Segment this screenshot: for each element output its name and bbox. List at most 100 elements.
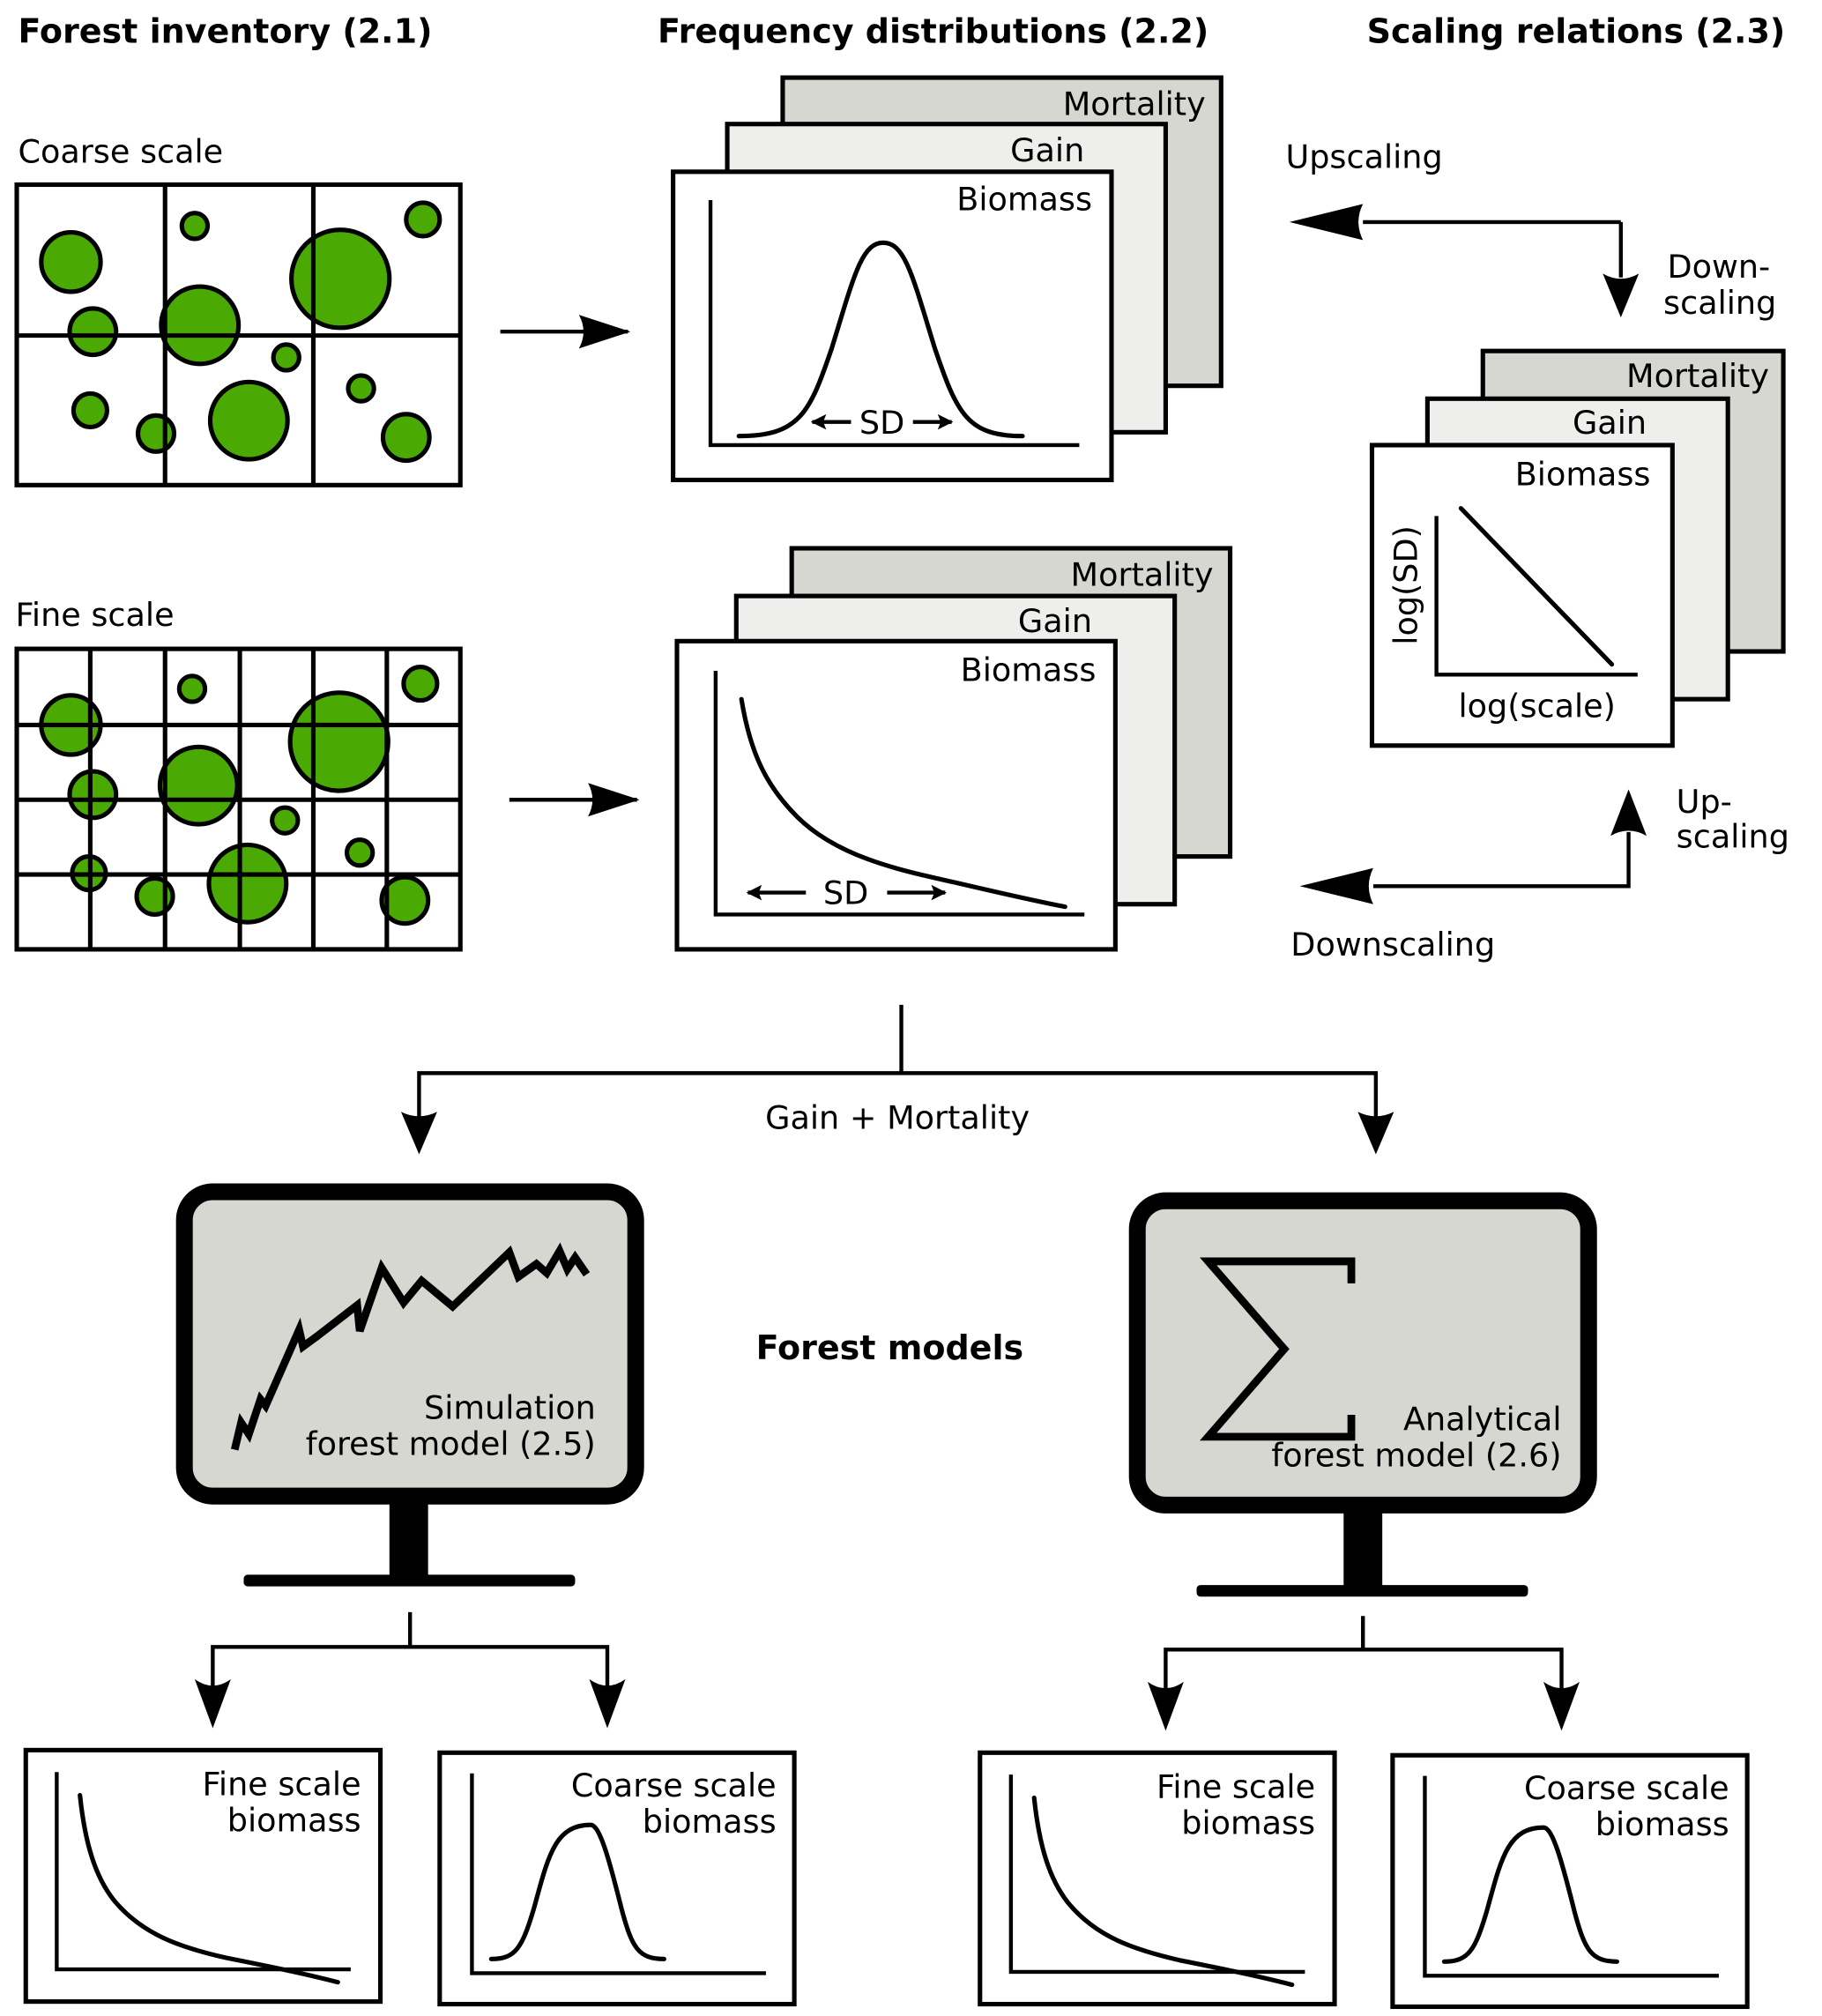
- panel-label-line2: biomass: [643, 1803, 777, 1841]
- forest-models-heading: Forest models: [756, 1328, 1024, 1367]
- heading-scaling-relations: Scaling relations (2.3): [1367, 12, 1786, 51]
- heading-forest-inventory: Forest inventory (2.1): [18, 12, 432, 51]
- axes: [1434, 516, 1638, 677]
- decreasing-curve: [1031, 1795, 1295, 1988]
- arrow-head-down: [1357, 1112, 1394, 1155]
- tree: [404, 200, 442, 239]
- tree: [206, 842, 289, 925]
- tree: [207, 379, 290, 462]
- output-sim-fine-biomass: Fine scale biomass: [23, 1747, 383, 2005]
- tree: [159, 284, 242, 367]
- axes: [470, 1773, 766, 1975]
- branch-line: [417, 1071, 1379, 1118]
- sigma-icon: [1200, 1257, 1356, 1441]
- axes: [1008, 1774, 1305, 1975]
- decreasing-curve: [78, 1793, 340, 1985]
- normal-curve: [1441, 1825, 1619, 1964]
- tree: [134, 875, 175, 918]
- tree: [67, 306, 119, 358]
- xlabel-log-scale: log(scale): [1458, 688, 1615, 725]
- coarse-scale-plot: [14, 182, 463, 487]
- upscaling-label-bottom-line2: scaling: [1677, 817, 1789, 855]
- output-ana-coarse-biomass: Coarse scale biomass: [1390, 1752, 1750, 2010]
- panel-frame: [23, 1747, 383, 2005]
- fine-scale-plot: [14, 646, 463, 952]
- panel-label-line2: biomass: [1595, 1805, 1729, 1843]
- tree: [346, 373, 376, 404]
- analytical-model-monitor: Analytical forest model (2.6): [1128, 1192, 1597, 1597]
- arrow-head-down: [400, 1112, 437, 1155]
- monitor-screen: [175, 1183, 644, 1505]
- biomass-panel: [671, 169, 1114, 483]
- panel-frame: [978, 1750, 1337, 2007]
- simulation-label-line1: Simulation: [424, 1388, 596, 1426]
- tree: [379, 874, 431, 926]
- gain-mortality-label: Gain + Mortality: [765, 1098, 1030, 1136]
- mortality-label: Mortality: [1071, 555, 1214, 593]
- scaling-line: [1458, 506, 1615, 667]
- analytical-label-line2: forest model (2.6): [1271, 1437, 1561, 1475]
- ylabel-log-sd: log(SD): [1387, 525, 1425, 645]
- decreasing-distribution-curve: [739, 696, 1067, 910]
- arrow-head-down: [194, 1678, 231, 1729]
- fine-scale-label: Fine scale: [16, 596, 175, 634]
- tree: [71, 391, 109, 430]
- fine-distribution-stack: Mortality Gain Biomass SD: [674, 546, 1233, 952]
- normal-distribution-curve: [736, 240, 1025, 439]
- gain-label: Gain: [1010, 131, 1084, 169]
- monitor-stand: [389, 1497, 428, 1579]
- biomass-label: Biomass: [1515, 455, 1651, 493]
- tree: [179, 211, 211, 242]
- arrow-head-down: [589, 1678, 626, 1729]
- tree: [344, 837, 376, 868]
- panel-frame: [437, 1750, 797, 2007]
- output-ana-fine-biomass: Fine scale biomass: [978, 1750, 1337, 2007]
- normal-curve: [488, 1822, 666, 1961]
- biomass-label: Biomass: [956, 181, 1092, 219]
- gain-label: Gain: [1018, 602, 1092, 640]
- downscaling-label-top-line1: Down-: [1667, 248, 1770, 286]
- arrow-head-left: [1289, 204, 1364, 241]
- simulation-model-monitor: Simulation forest model (2.5): [175, 1183, 644, 1587]
- monitor-base: [1196, 1585, 1528, 1597]
- axes: [55, 1772, 351, 1972]
- panel-label-line2: biomass: [1181, 1804, 1315, 1841]
- downscaling-label-bottom: Downscaling: [1290, 926, 1495, 963]
- tree: [289, 227, 392, 331]
- upscaling-label-bottom-line1: Up-: [1677, 783, 1732, 821]
- tree: [157, 744, 240, 827]
- monitor-stand: [1343, 1506, 1383, 1588]
- tree: [271, 342, 301, 373]
- scaling-relation-stack: Mortality Gain Biomass log(SD) log(scale…: [1369, 348, 1786, 748]
- sd-label: SD: [823, 874, 868, 912]
- simulation-trace-icon: [230, 1242, 591, 1451]
- arrow-head-down: [1543, 1681, 1580, 1731]
- tree: [380, 412, 432, 464]
- downscaling-arrow: [1372, 831, 1631, 889]
- panel-label-line1: Fine scale: [1156, 1767, 1315, 1805]
- axes: [713, 670, 1085, 917]
- tree: [287, 690, 390, 793]
- branch-line: [211, 1645, 610, 1690]
- sd-label: SD: [859, 404, 904, 442]
- tree: [135, 413, 177, 454]
- tree: [67, 769, 119, 821]
- axes: [708, 200, 1080, 448]
- analytical-label-line1: Analytical: [1403, 1401, 1562, 1439]
- arrow-head-left: [1299, 867, 1373, 904]
- tree: [176, 673, 208, 704]
- arrow-head-down: [1603, 273, 1640, 318]
- panel-label-line1: Coarse scale: [1524, 1769, 1729, 1807]
- arrow-head-up: [1610, 789, 1647, 837]
- panel-label-line1: Coarse scale: [571, 1767, 777, 1804]
- upscaling-label-top: Upscaling: [1285, 138, 1442, 175]
- biomass-panel: [1369, 443, 1675, 748]
- simulation-label-line2: forest model (2.5): [306, 1425, 596, 1462]
- monitor-base: [243, 1574, 576, 1587]
- axes: [1423, 1775, 1719, 1978]
- panel-label-line2: biomass: [227, 1802, 361, 1840]
- gain-label: Gain: [1573, 404, 1647, 442]
- heading-frequency-distributions: Frequency distributions (2.2): [658, 12, 1208, 51]
- monitor-screen: [1128, 1192, 1597, 1514]
